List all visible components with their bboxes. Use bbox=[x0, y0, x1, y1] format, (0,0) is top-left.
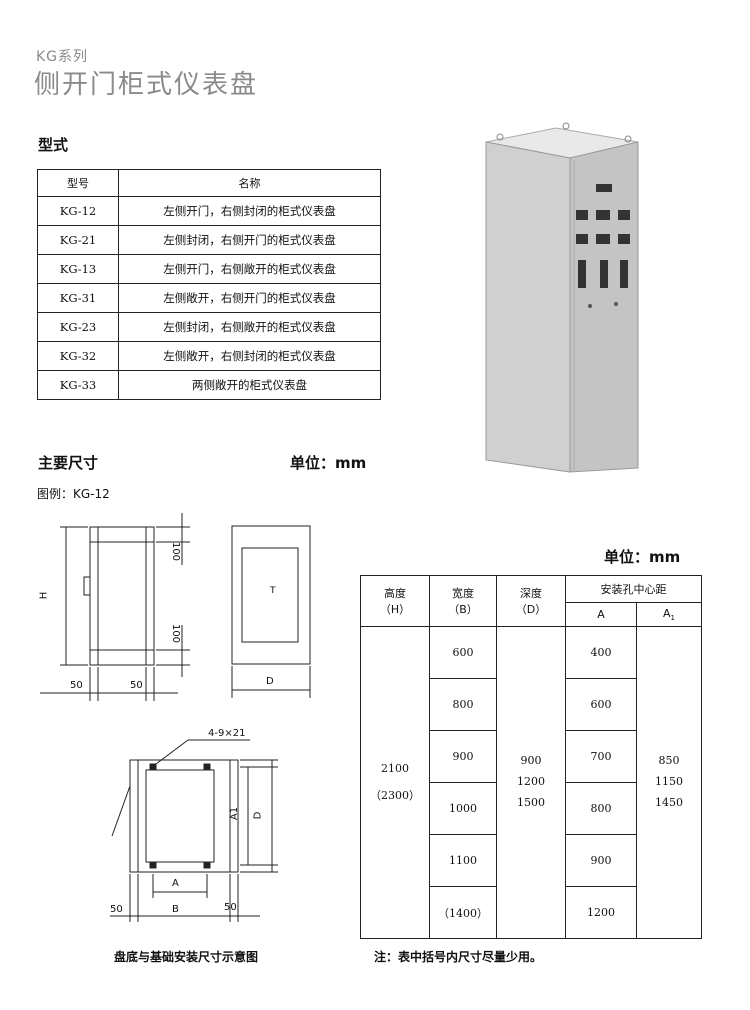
a1-header: A1 bbox=[636, 601, 702, 628]
model-code: KG-21 bbox=[37, 225, 119, 255]
table-subheader-row: A A1 bbox=[361, 601, 702, 628]
model-name: 左侧敞开，右侧封闭的柜式仪表盘 bbox=[118, 341, 381, 371]
series-label: KG系列 bbox=[36, 49, 89, 65]
model-code: KG-33 bbox=[37, 370, 119, 400]
column-header: 型号 bbox=[37, 169, 119, 197]
dim-d-label: D bbox=[266, 676, 274, 687]
a-cell: 600 bbox=[565, 678, 637, 731]
dim-base-right-label: 50 bbox=[224, 902, 237, 913]
model-code: KG-12 bbox=[37, 196, 119, 226]
column-header: 名称 bbox=[118, 169, 381, 197]
dim-base-d-label: D bbox=[252, 811, 264, 820]
cabinet-photo bbox=[485, 122, 639, 473]
depth-header: 深度（D） bbox=[496, 575, 566, 627]
model-name: 两侧敞开的柜式仪表盘 bbox=[118, 370, 381, 400]
model-heading: 型式 bbox=[38, 136, 69, 154]
dim-h-label: H bbox=[38, 591, 50, 600]
a-cell: 800 bbox=[565, 782, 637, 835]
a-cell: 400 bbox=[565, 626, 637, 679]
dim-bottom-label: 100 bbox=[170, 623, 182, 644]
holes-label: 4-9×21 bbox=[208, 728, 246, 739]
table-unit-label: 单位：mm bbox=[604, 548, 681, 566]
model-code: KG-31 bbox=[37, 283, 119, 313]
model-code: KG-32 bbox=[37, 341, 119, 371]
height-header: 高度（H） bbox=[360, 575, 430, 627]
mount-header: 安装孔中心距 bbox=[565, 575, 702, 603]
table-row: 1000 800 bbox=[361, 782, 702, 835]
model-code: KG-13 bbox=[37, 254, 119, 284]
width-cell: （1400） bbox=[429, 886, 497, 939]
table-row: 900 700 bbox=[361, 730, 702, 783]
legend-label: 图例：KG-12 bbox=[37, 487, 110, 501]
width-cell: 1100 bbox=[429, 834, 497, 887]
page-title: 侧开门柜式仪表盘 bbox=[34, 70, 259, 100]
width-cell: 900 bbox=[429, 730, 497, 783]
table-header-row: 型号 名称 bbox=[37, 169, 381, 197]
model-name: 左侧开门，右侧敞开的柜式仪表盘 bbox=[118, 254, 381, 284]
a-cell: 700 bbox=[565, 730, 637, 783]
side-mark-label: T bbox=[270, 586, 276, 596]
model-code: KG-23 bbox=[37, 312, 119, 342]
dim-a-label: A bbox=[172, 878, 179, 889]
width-header: 宽度（B） bbox=[429, 575, 497, 627]
a-header: A bbox=[565, 601, 637, 628]
dim-base-left-label: 50 bbox=[110, 904, 123, 915]
model-name: 左侧封闭，右侧敞开的柜式仪表盘 bbox=[118, 312, 381, 342]
size-table: 高度（H） 宽度（B） 深度（D） 安装孔中心距 A A1 2100（2300）… bbox=[360, 575, 702, 939]
front-view-drawing bbox=[40, 513, 190, 701]
model-name: 左侧开门，右侧封闭的柜式仪表盘 bbox=[118, 196, 381, 226]
a-cell: 1200 bbox=[565, 886, 637, 939]
dim-top-label: 100 bbox=[170, 541, 182, 562]
unit-label: 单位：mm bbox=[290, 454, 367, 472]
table-row: （1400） 1200 bbox=[361, 886, 702, 939]
drawing-caption: 盘底与基础安装尺寸示意图 bbox=[114, 950, 259, 964]
width-cell: 1000 bbox=[429, 782, 497, 835]
model-name: 左侧封闭，右侧开门的柜式仪表盘 bbox=[118, 225, 381, 255]
dim-a1-label: A1 bbox=[229, 806, 241, 821]
width-cell: 600 bbox=[429, 626, 497, 679]
base-view-drawing bbox=[110, 739, 278, 922]
model-name: 左侧敞开，右侧开门的柜式仪表盘 bbox=[118, 283, 381, 313]
table-header-row: 高度（H） 宽度（B） 深度（D） 安装孔中心距 bbox=[360, 575, 702, 627]
table-row: 800 600 bbox=[361, 678, 702, 731]
a-cell: 900 bbox=[565, 834, 637, 887]
table-row: 1100 900 bbox=[361, 834, 702, 887]
side-view-drawing bbox=[231, 525, 311, 698]
dim-b-label: B bbox=[172, 904, 179, 915]
dim-left-label: 50 bbox=[70, 680, 83, 691]
height-values: 2100（2300） bbox=[360, 626, 430, 939]
dim-right-label: 50 bbox=[130, 680, 143, 691]
width-cell: 800 bbox=[429, 678, 497, 731]
dimensions-heading: 主要尺寸 bbox=[38, 454, 99, 472]
table-note: 注：表中括号内尺寸尽量少用。 bbox=[374, 950, 543, 964]
